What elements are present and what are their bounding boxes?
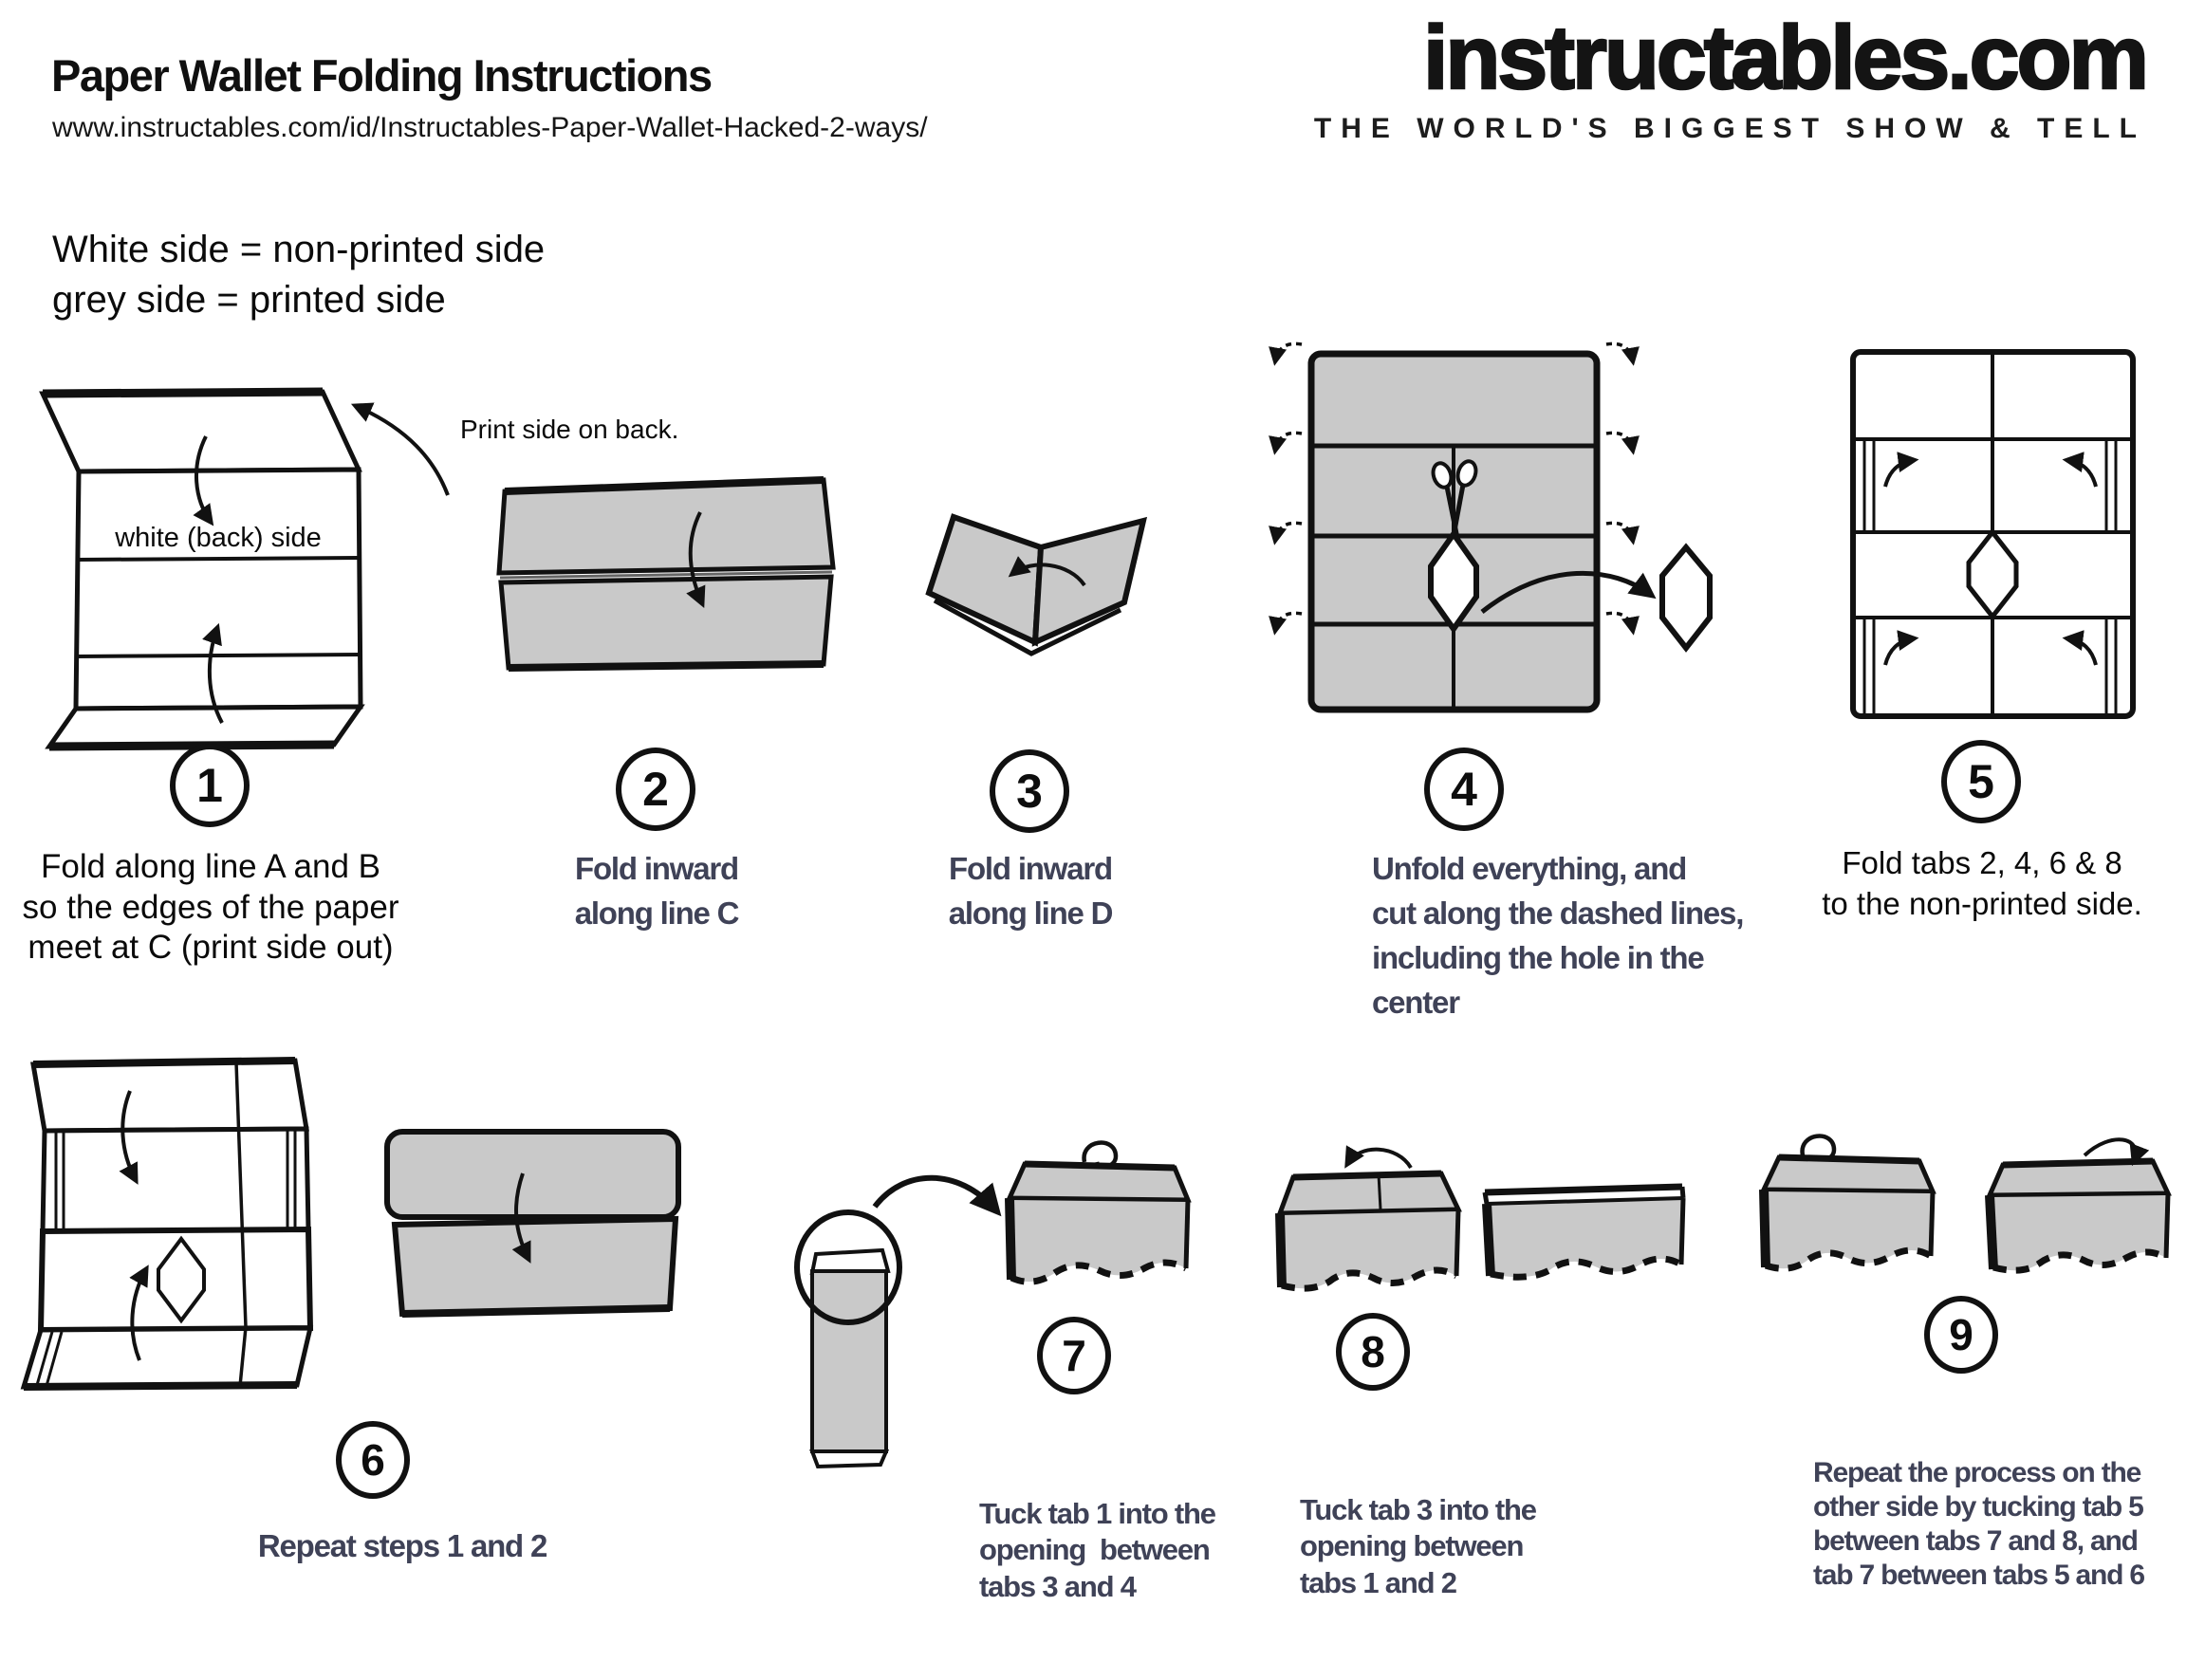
page-title: Paper Wallet Folding Instructions — [51, 50, 713, 101]
step-caption-3: Fold inward along line D — [948, 851, 1114, 931]
step7-strip-diagram — [794, 1174, 1002, 1469]
cut-mark — [1275, 343, 1302, 361]
step-number: 8 — [1361, 1327, 1385, 1376]
legend: White side = non-printed side grey side … — [52, 225, 545, 325]
magnifier-circle — [794, 1209, 902, 1325]
step-number: 5 — [1968, 755, 1994, 808]
cut-mark — [1275, 433, 1302, 451]
step-badge-9: 9 — [1924, 1296, 1998, 1374]
step6-unfolded-diagram — [20, 1057, 314, 1391]
step-badge-5: 5 — [1941, 740, 2021, 823]
step-caption-7: Tuck tab 1 into the opening between tabs… — [979, 1497, 1216, 1603]
step-badge-3: 3 — [990, 749, 1069, 833]
step-badge-6: 6 — [336, 1421, 410, 1499]
step-number: 6 — [361, 1435, 385, 1485]
fold-arrow — [686, 511, 706, 609]
step2-diagram — [496, 476, 836, 672]
step8-wallet-a — [1275, 1145, 1462, 1292]
tuck-arrow — [2083, 1137, 2150, 1167]
step-number: 1 — [196, 759, 223, 812]
step-caption-8: Tuck tab 3 into the opening between tabs… — [1300, 1493, 1537, 1599]
step9-wallet-a — [1759, 1134, 1936, 1272]
step-number: 4 — [1451, 763, 1477, 816]
step-badge-2: 2 — [616, 748, 695, 831]
step1-diagram — [39, 387, 450, 751]
cut-mark — [1606, 613, 1633, 631]
step-badge-4: 4 — [1424, 748, 1504, 831]
cut-mark — [1606, 523, 1633, 541]
step-number: 3 — [1016, 765, 1043, 818]
step-caption-2: Fold inward along line C — [574, 851, 740, 931]
tuck-arrow — [1344, 1145, 1413, 1170]
cut-edge — [1490, 1255, 1683, 1281]
step-caption-9: Repeat the process on the other side by … — [1813, 1457, 2145, 1591]
cut-mark — [1275, 613, 1302, 631]
cut-mark — [1606, 343, 1633, 361]
step-caption-4: Unfold everything, and cut along the das… — [1372, 851, 1744, 1020]
cutout-arrow — [1480, 570, 1657, 614]
center-hole — [1966, 527, 2019, 621]
print-side-note: Print side on back. — [460, 415, 679, 444]
crease-line — [499, 570, 833, 580]
step7-wallet-diagram — [1005, 1140, 1192, 1285]
fold-arrow-up — [202, 622, 224, 724]
side-tabs — [1862, 439, 2118, 716]
page-url: www.instructables.com/id/Instructables-P… — [52, 112, 928, 143]
layer-edge — [933, 598, 1122, 656]
cut-mark — [1275, 523, 1302, 541]
logo: instructables.com THE WORLD'S BIGGEST SH… — [1264, 8, 2151, 145]
cut-mark — [1606, 433, 1633, 451]
center-hole — [1428, 528, 1479, 635]
logo-tagline: THE WORLD'S BIGGEST SHOW & TELL — [1313, 113, 2146, 144]
step-badge-7: 7 — [1037, 1317, 1111, 1394]
fold-arrow-up — [129, 1265, 149, 1361]
step-number: 2 — [642, 763, 669, 816]
step9-wallet-b — [1985, 1137, 2172, 1274]
fold-arrow-down — [119, 1090, 139, 1185]
step5-diagram — [1850, 349, 2136, 719]
center-fold — [234, 1062, 248, 1387]
step-caption-5: Fold tabs 2, 4, 6 & 8 to the non-printed… — [1822, 845, 2142, 921]
fold-arrow — [511, 1172, 531, 1264]
cutout-piece — [1659, 543, 1713, 653]
step-number: 9 — [1949, 1310, 1973, 1359]
fold-arrow-down — [193, 435, 214, 526]
step-caption-6: Repeat steps 1 and 2 — [257, 1528, 547, 1563]
cut-edge — [1992, 1248, 2168, 1274]
side-tabs — [35, 1131, 297, 1387]
annotation-arrow — [350, 402, 450, 496]
step6-folded-diagram — [384, 1129, 681, 1318]
legend-line-1: White side = non-printed side — [52, 229, 546, 270]
cut-edge — [1010, 1259, 1188, 1285]
legend-line-2: grey side = printed side — [52, 278, 446, 321]
tuck-arrow — [872, 1174, 1002, 1217]
step8-wallet-b — [1482, 1183, 1686, 1281]
white-back-side-label: white (back) side — [115, 523, 322, 553]
fold-arrow — [1008, 556, 1086, 587]
step3-diagram — [925, 513, 1148, 656]
logo-brand: instructables.com — [1422, 8, 2151, 108]
step-number: 7 — [1062, 1331, 1086, 1380]
cut-edge — [1281, 1266, 1458, 1292]
cut-edge — [1764, 1246, 1933, 1272]
step-badge-8: 8 — [1336, 1313, 1410, 1391]
step4-diagram — [1262, 327, 1713, 713]
step-caption-1: Fold along line A and B so the edges of … — [22, 848, 399, 967]
center-hole — [157, 1235, 206, 1324]
step-badge-1: 1 — [170, 744, 250, 827]
